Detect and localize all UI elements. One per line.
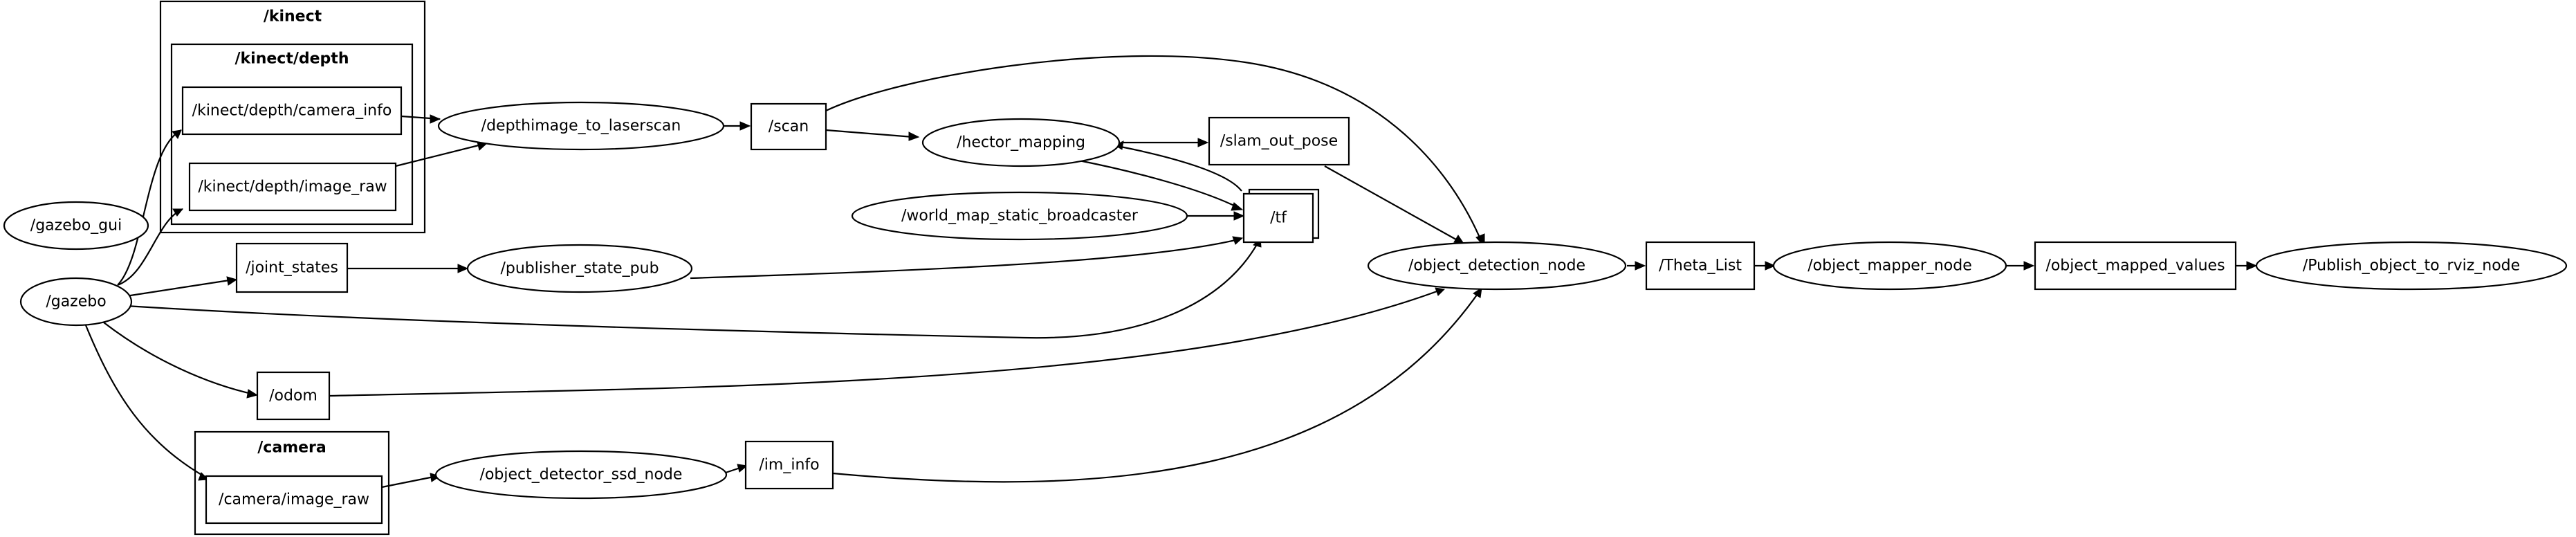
arrowhead	[1435, 287, 1446, 296]
node-depthimage-to-laserscan[interactable]: /depthimage_to_laserscan	[437, 101, 725, 151]
cluster-kinect-label: /kinect	[264, 8, 322, 26]
node-world-map-static-broadcaster[interactable]: /world_map_static_broadcaster	[851, 191, 1188, 241]
edge-im-info-to-object-detection	[832, 291, 1480, 483]
edge-odom-to-object-detection	[329, 289, 1439, 397]
node-object-detection-node-label: /object_detection_node	[1408, 257, 1585, 275]
topic-kinect-depth-image-raw-label: /kinect/depth/image_raw	[198, 179, 387, 196]
arrowhead	[172, 208, 184, 217]
topic-theta-list-label: /Theta_List	[1659, 257, 1742, 275]
node-world-map-static-broadcaster-label: /world_map_static_broadcaster	[901, 208, 1139, 225]
cluster-kinect: /kinect	[159, 0, 426, 234]
arrowhead	[226, 276, 238, 286]
arrowhead	[1231, 202, 1244, 211]
topic-joint-states-label: /joint_states	[246, 260, 338, 277]
topic-scan[interactable]: /scan	[750, 102, 827, 151]
arrowhead	[2246, 261, 2258, 271]
node-gazebo-label: /gazebo	[46, 293, 106, 311]
node-object-mapper-node[interactable]: /object_mapper_node	[1772, 241, 2007, 291]
arrowhead	[1233, 211, 1245, 221]
arrowhead	[1473, 286, 1482, 298]
node-publish-object-to-rviz-node[interactable]: /Publish_object_to_rviz_node	[2255, 241, 2568, 291]
topic-tf-label: /tf	[1270, 210, 1287, 227]
edge-camera-image-raw-to-ssd	[381, 475, 438, 489]
topic-object-mapped-values-label: /object_mapped_values	[2045, 257, 2225, 275]
topic-kinect-depth-image-raw[interactable]: /kinect/depth/image_raw	[188, 162, 397, 212]
arrowhead	[1635, 261, 1646, 271]
edge-hector-mapping-to-tf	[1078, 159, 1239, 208]
node-publish-object-to-rviz-node-label: /Publish_object_to_rviz_node	[2303, 257, 2520, 275]
topic-odom-label: /odom	[269, 388, 318, 405]
node-object-mapper-node-label: /object_mapper_node	[1807, 257, 1972, 275]
node-gazebo[interactable]: /gazebo	[19, 277, 133, 327]
topic-object-mapped-values[interactable]: /object_mapped_values	[2034, 241, 2237, 291]
edge-publisher-state-pub-to-tf	[690, 238, 1239, 280]
nodes: /kinect/depth/camera_info /kinect/depth/…	[3, 86, 2568, 525]
arrowhead	[246, 389, 259, 399]
edge-gazebo-to-camera-info	[117, 129, 182, 286]
edge-tf-to-hector-mapping	[1120, 145, 1242, 192]
arrowhead	[1232, 236, 1244, 245]
topic-joint-states[interactable]: /joint_states	[235, 242, 349, 293]
cluster-kinect-depth: /kinect/depth	[170, 43, 414, 226]
edge-gazebo-to-tf	[125, 240, 1260, 339]
arrowhead	[2023, 261, 2035, 271]
node-gazebo-gui[interactable]: /gazebo_gui	[3, 201, 149, 251]
arrowhead	[457, 264, 469, 273]
node-hector-mapping[interactable]: /hector_mapping	[921, 118, 1121, 167]
node-gazebo-gui-label: /gazebo_gui	[30, 217, 122, 235]
edge-depth-image-raw-to-depthimage	[395, 143, 485, 167]
topic-tf[interactable]: /tf	[1242, 188, 1320, 244]
topic-slam-out-pose[interactable]: /slam_out_pose	[1208, 116, 1350, 166]
arrowhead	[739, 121, 751, 131]
topic-kinect-depth-camera-info-label: /kinect/depth/camera_info	[192, 102, 392, 120]
arrowhead	[430, 114, 441, 124]
node-hector-mapping-label: /hector_mapping	[957, 134, 1085, 152]
node-object-detector-ssd-node[interactable]: /object_detector_ssd_node	[434, 450, 728, 500]
arrowhead	[908, 131, 920, 141]
topic-camera-image-raw-label: /camera/image_raw	[219, 491, 369, 509]
cluster-kinect-depth-label: /kinect/depth	[235, 51, 349, 68]
edges	[84, 55, 2252, 489]
edge-scan-to-hector-mapping	[825, 129, 914, 138]
edge-gazebo-to-odom	[103, 322, 255, 396]
topic-odom[interactable]: /odom	[256, 371, 331, 421]
node-object-detector-ssd-node-label: /object_detector_ssd_node	[480, 466, 683, 484]
edge-gazebo-to-joint-states	[125, 278, 234, 298]
edge-gazebo-to-depth-image-raw	[117, 208, 183, 286]
topic-slam-out-pose-label: /slam_out_pose	[1220, 133, 1338, 150]
topic-theta-list[interactable]: /Theta_List	[1645, 241, 1756, 291]
topic-camera-image-raw[interactable]: /camera/image_raw	[205, 475, 383, 525]
edge-slam-out-pose-to-object-detection	[1324, 165, 1462, 243]
arrowhead	[737, 464, 748, 473]
node-publisher-state-pub-label: /publisher_state_pub	[500, 260, 659, 277]
edge-scan-to-object-detection	[825, 55, 1483, 243]
topic-scan-label: /scan	[769, 118, 809, 136]
cluster-camera: /camera	[194, 430, 390, 536]
arrowhead	[1765, 261, 1776, 271]
node-object-detection-node[interactable]: /object_detection_node	[1367, 241, 1627, 291]
arrowheads	[172, 114, 2258, 482]
cluster-camera-label: /camera	[257, 439, 326, 457]
edge-gazebo-to-camera-image-raw	[84, 325, 207, 478]
node-publisher-state-pub[interactable]: /publisher_state_pub	[466, 244, 693, 293]
node-depthimage-to-laserscan-label: /depthimage_to_laserscan	[481, 118, 681, 135]
arrowhead	[172, 129, 182, 139]
topic-im-info-label: /im_info	[759, 457, 819, 474]
topic-kinect-depth-camera-info[interactable]: /kinect/depth/camera_info	[181, 86, 403, 136]
topic-im-info[interactable]: /im_info	[744, 440, 834, 490]
arrowhead	[1197, 138, 1209, 147]
